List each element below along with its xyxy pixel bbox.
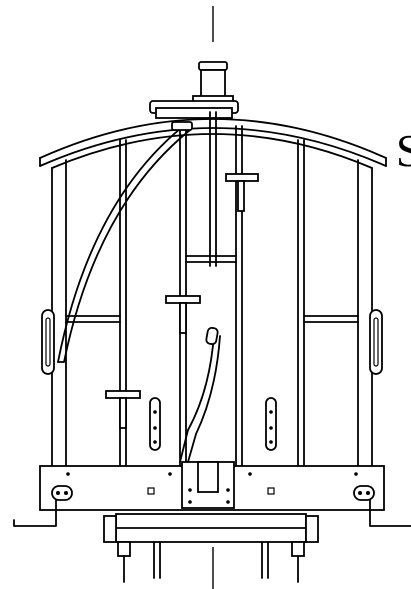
latch-right [265,397,277,451]
step-lower [105,390,141,429]
right-grab-handle [369,309,383,375]
roof-vent [149,61,239,119]
buffer-beam [39,461,385,511]
clipped-label-text: S [396,125,411,176]
latch-left [149,397,161,451]
brake-lever [179,326,221,463]
step-middle [165,295,201,334]
brake-pipe [57,121,193,363]
body-frame [39,118,387,467]
underframe [103,513,319,583]
right-coupling [353,485,411,527]
hand-rod [209,111,217,267]
left-coupling [13,485,73,527]
step-upper [225,173,259,212]
left-grab-handle [41,309,55,375]
